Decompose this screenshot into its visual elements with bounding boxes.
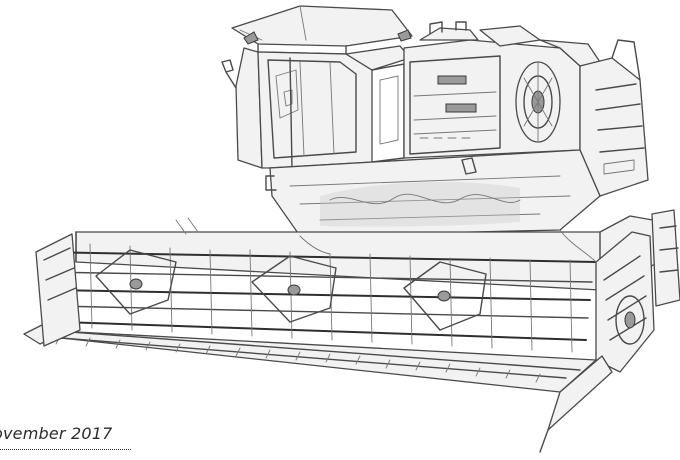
header-reel-drawing xyxy=(23,209,680,453)
caption-dotted-rule xyxy=(0,449,131,450)
cab-drawing xyxy=(221,5,413,169)
caption-date: ovember 2017 xyxy=(0,424,113,443)
